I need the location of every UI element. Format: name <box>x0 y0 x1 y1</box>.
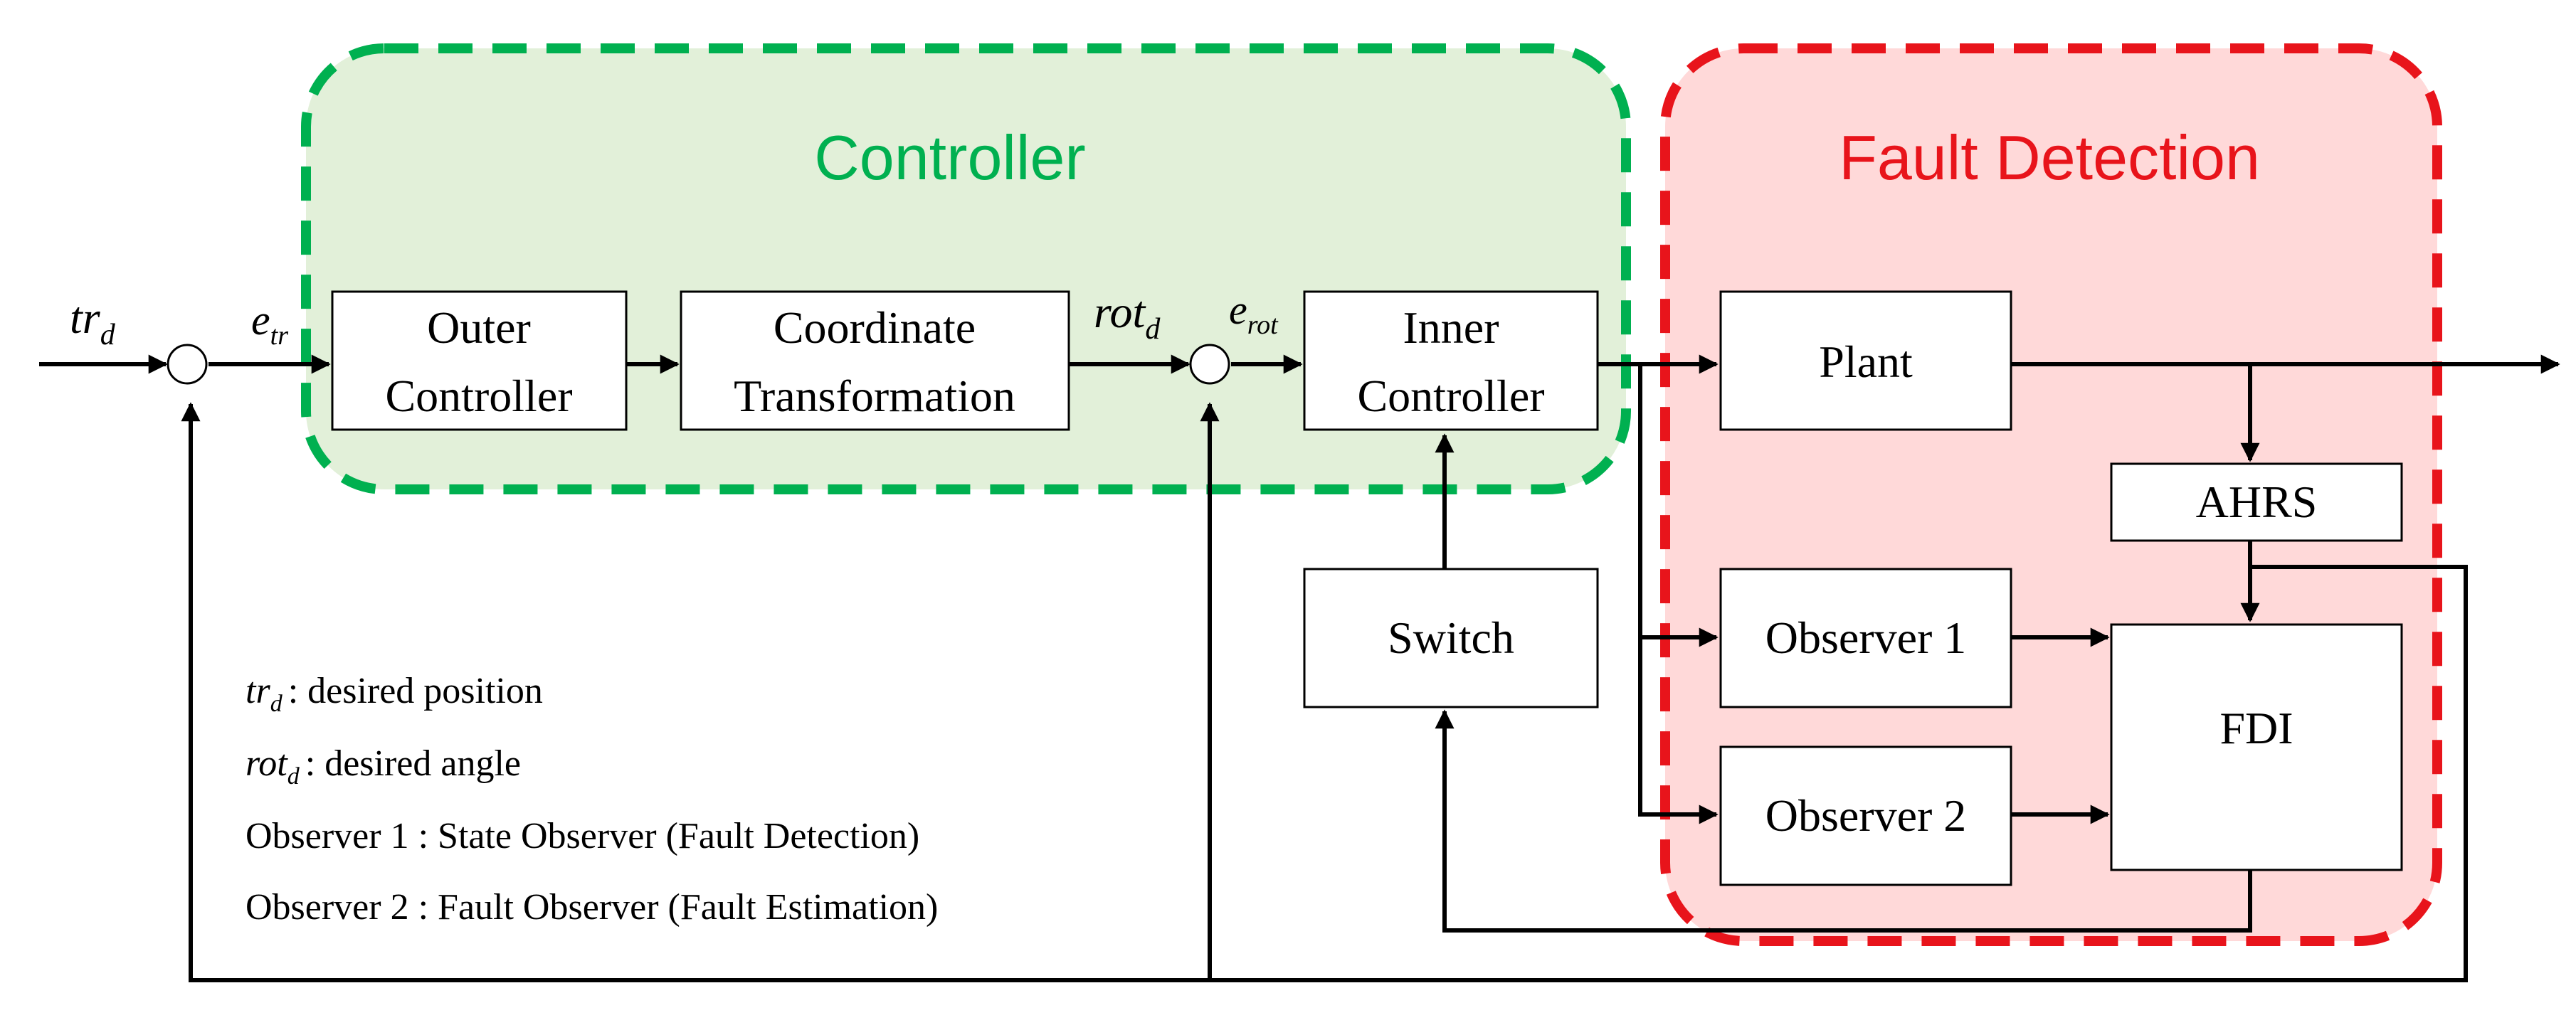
signal-e-tr: etr <box>251 297 288 351</box>
ahrs-block: AHRS <box>2110 462 2403 542</box>
signal-wires <box>39 354 2560 982</box>
plant-label: Plant <box>1819 336 1913 387</box>
summing-junction-position <box>167 344 208 385</box>
inner-controller-label-line2: Controller <box>1357 371 1544 421</box>
legend-rot-d: rotd: desired angle <box>246 743 521 790</box>
fdi-block: FDI <box>2110 623 2403 871</box>
fault-detection-region-label: Fault Detection <box>1839 122 2260 193</box>
summing-junction-angle <box>1189 344 1230 385</box>
legend-tr-d: trd: desired position <box>246 671 543 717</box>
inner-controller-block: Inner Controller <box>1303 290 1599 431</box>
outer-controller-label-line2: Controller <box>385 371 572 421</box>
controller-region-label: Controller <box>814 122 1085 193</box>
observer-2-label: Observer 2 <box>1765 790 1967 841</box>
coordinate-transformation-label-line2: Transformation <box>734 371 1015 421</box>
legend-observer-2: Observer 2 : Fault Observer (Fault Estim… <box>246 887 938 928</box>
observer-2-block: Observer 2 <box>1719 745 2012 886</box>
coordinate-transformation-block: Coordinate Transformation <box>680 290 1070 431</box>
switch-block: Switch <box>1303 568 1599 708</box>
outer-controller-label-line1: Outer <box>427 302 531 353</box>
legend: trd: desired position rotd: desired angl… <box>246 671 938 928</box>
legend-observer-1: Observer 1 : State Observer (Fault Detec… <box>246 816 919 856</box>
coordinate-transformation-label-line1: Coordinate <box>774 302 976 353</box>
signal-e-rot: erot <box>1229 287 1279 340</box>
signal-rot-d: rotd <box>1094 287 1161 346</box>
inner-controller-label-line1: Inner <box>1403 302 1499 353</box>
outer-controller-block: Outer Controller <box>331 290 628 431</box>
signal-tr-d: trd <box>70 292 116 351</box>
switch-label: Switch <box>1388 612 1514 663</box>
fdi-label: FDI <box>2219 703 2293 753</box>
ahrs-label: AHRS <box>2196 477 2318 527</box>
observer-1-block: Observer 1 <box>1719 568 2012 708</box>
plant-block: Plant <box>1719 290 2012 431</box>
observer-1-label: Observer 1 <box>1765 612 1967 663</box>
controller-region <box>301 43 1631 494</box>
